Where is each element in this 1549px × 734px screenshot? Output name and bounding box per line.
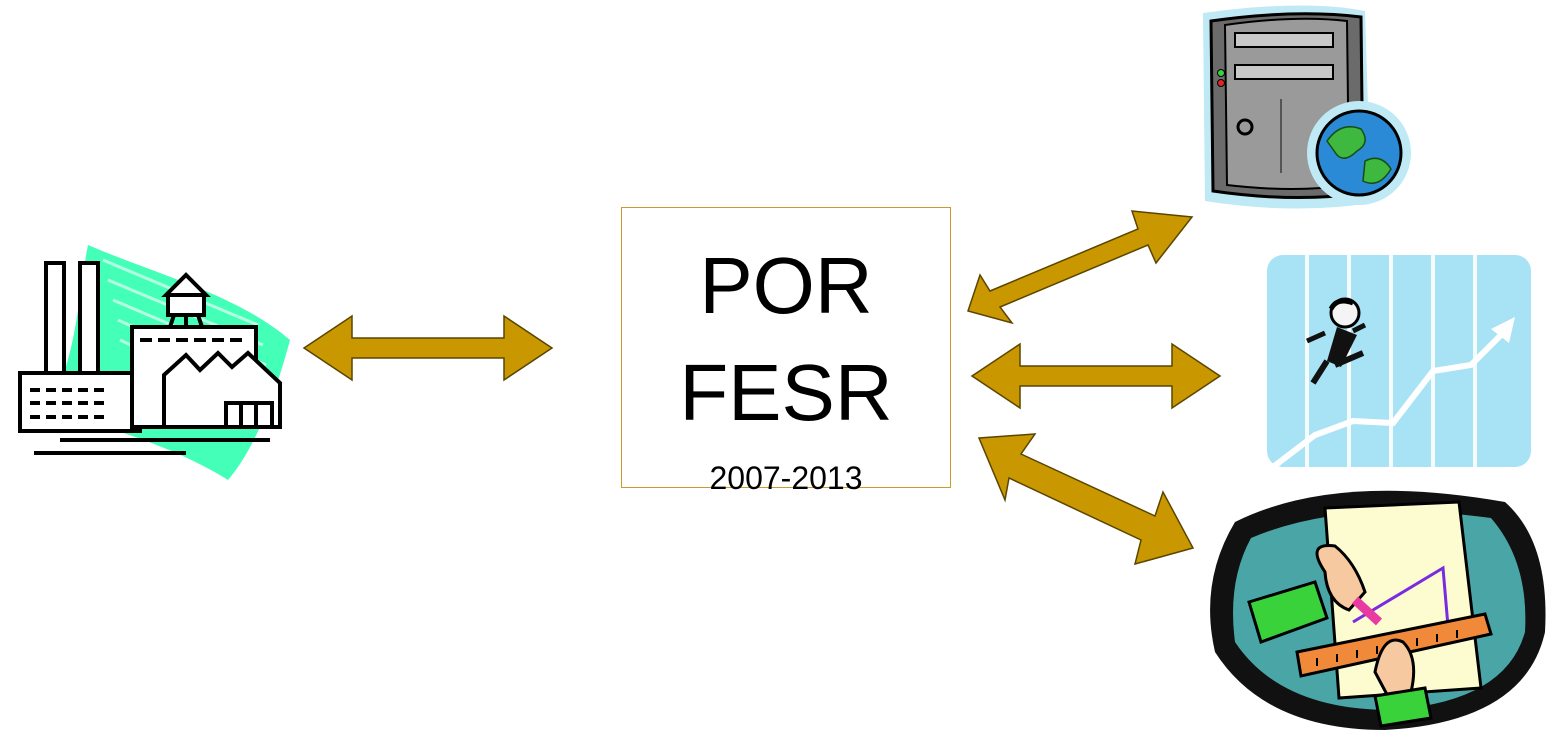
- arrow-right-middle: [970, 342, 1222, 410]
- arrow-right-top: [967, 210, 1194, 325]
- factory-icon: [18, 245, 290, 480]
- title-line-2: FESR: [679, 348, 893, 437]
- period-label: 2007-2013: [709, 460, 863, 496]
- drafting-hands-icon: [1210, 490, 1546, 730]
- arrow-left: [302, 314, 554, 382]
- center-box: POR FESR 2007-2013: [621, 207, 951, 496]
- server-globe-icon: [1203, 5, 1411, 209]
- title-line-1: POR: [699, 241, 873, 330]
- arrow-right-bottom: [977, 433, 1195, 566]
- growth-chart-runner-icon: [1267, 255, 1531, 469]
